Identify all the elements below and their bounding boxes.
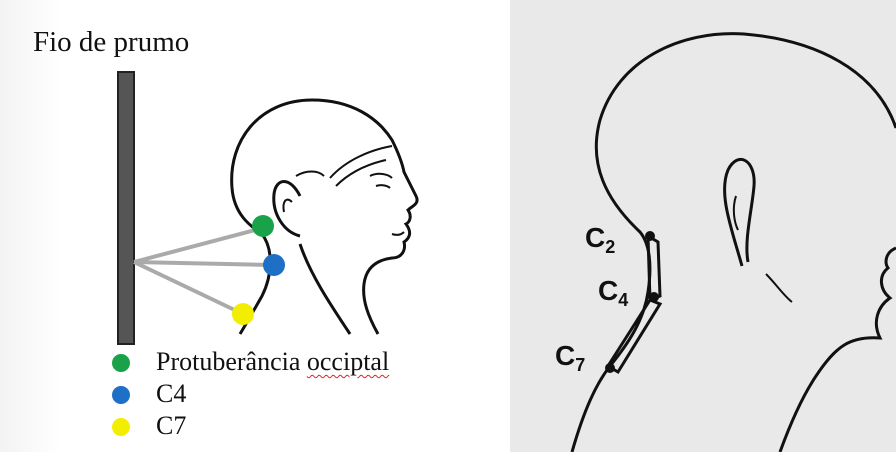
label-c7: C7: [555, 340, 585, 376]
vertebra-segment-c2-c4: [648, 236, 660, 300]
c7-point: [605, 363, 615, 373]
c4-point: [649, 292, 659, 302]
label-c2: C2: [585, 222, 615, 258]
face-outline: [780, 248, 896, 452]
label-c4: C4: [598, 275, 628, 311]
c2-point: [645, 231, 655, 241]
profile-ear: [725, 159, 755, 266]
